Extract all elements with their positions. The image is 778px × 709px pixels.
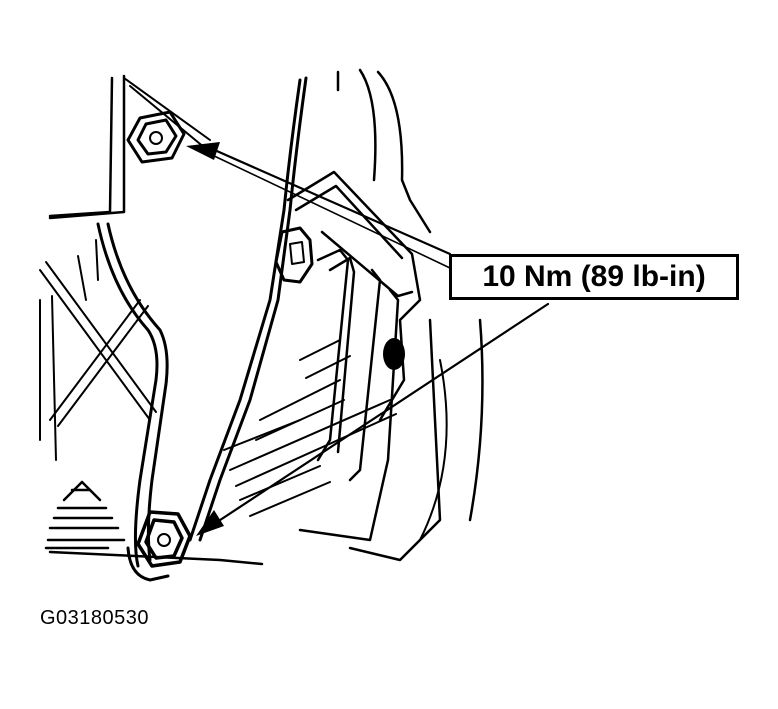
arrowhead-upper bbox=[186, 142, 220, 160]
torque-callout-box: 10 Nm (89 lb-in) bbox=[449, 254, 739, 300]
module-body bbox=[298, 248, 484, 562]
upper-bracket bbox=[48, 74, 211, 220]
strap-clip bbox=[274, 226, 314, 284]
figure-id: G03180530 bbox=[40, 607, 150, 629]
leader-line-upper bbox=[208, 146, 452, 256]
left-strap bbox=[96, 222, 169, 568]
base-steps bbox=[44, 480, 264, 566]
center-strap bbox=[188, 76, 308, 542]
leader-lines bbox=[206, 146, 550, 530]
grommet bbox=[383, 338, 405, 370]
torque-callout-label: 10 Nm (89 lb-in) bbox=[482, 260, 706, 293]
arrowhead-lower bbox=[196, 510, 224, 536]
leader-line-upper-back bbox=[209, 153, 451, 269]
arrowheads bbox=[186, 142, 224, 536]
lower-bolt bbox=[126, 510, 192, 582]
hatching bbox=[223, 339, 397, 517]
left-frame bbox=[39, 239, 157, 461]
upper-bolt bbox=[126, 110, 186, 164]
leader-line-lower bbox=[206, 302, 550, 530]
